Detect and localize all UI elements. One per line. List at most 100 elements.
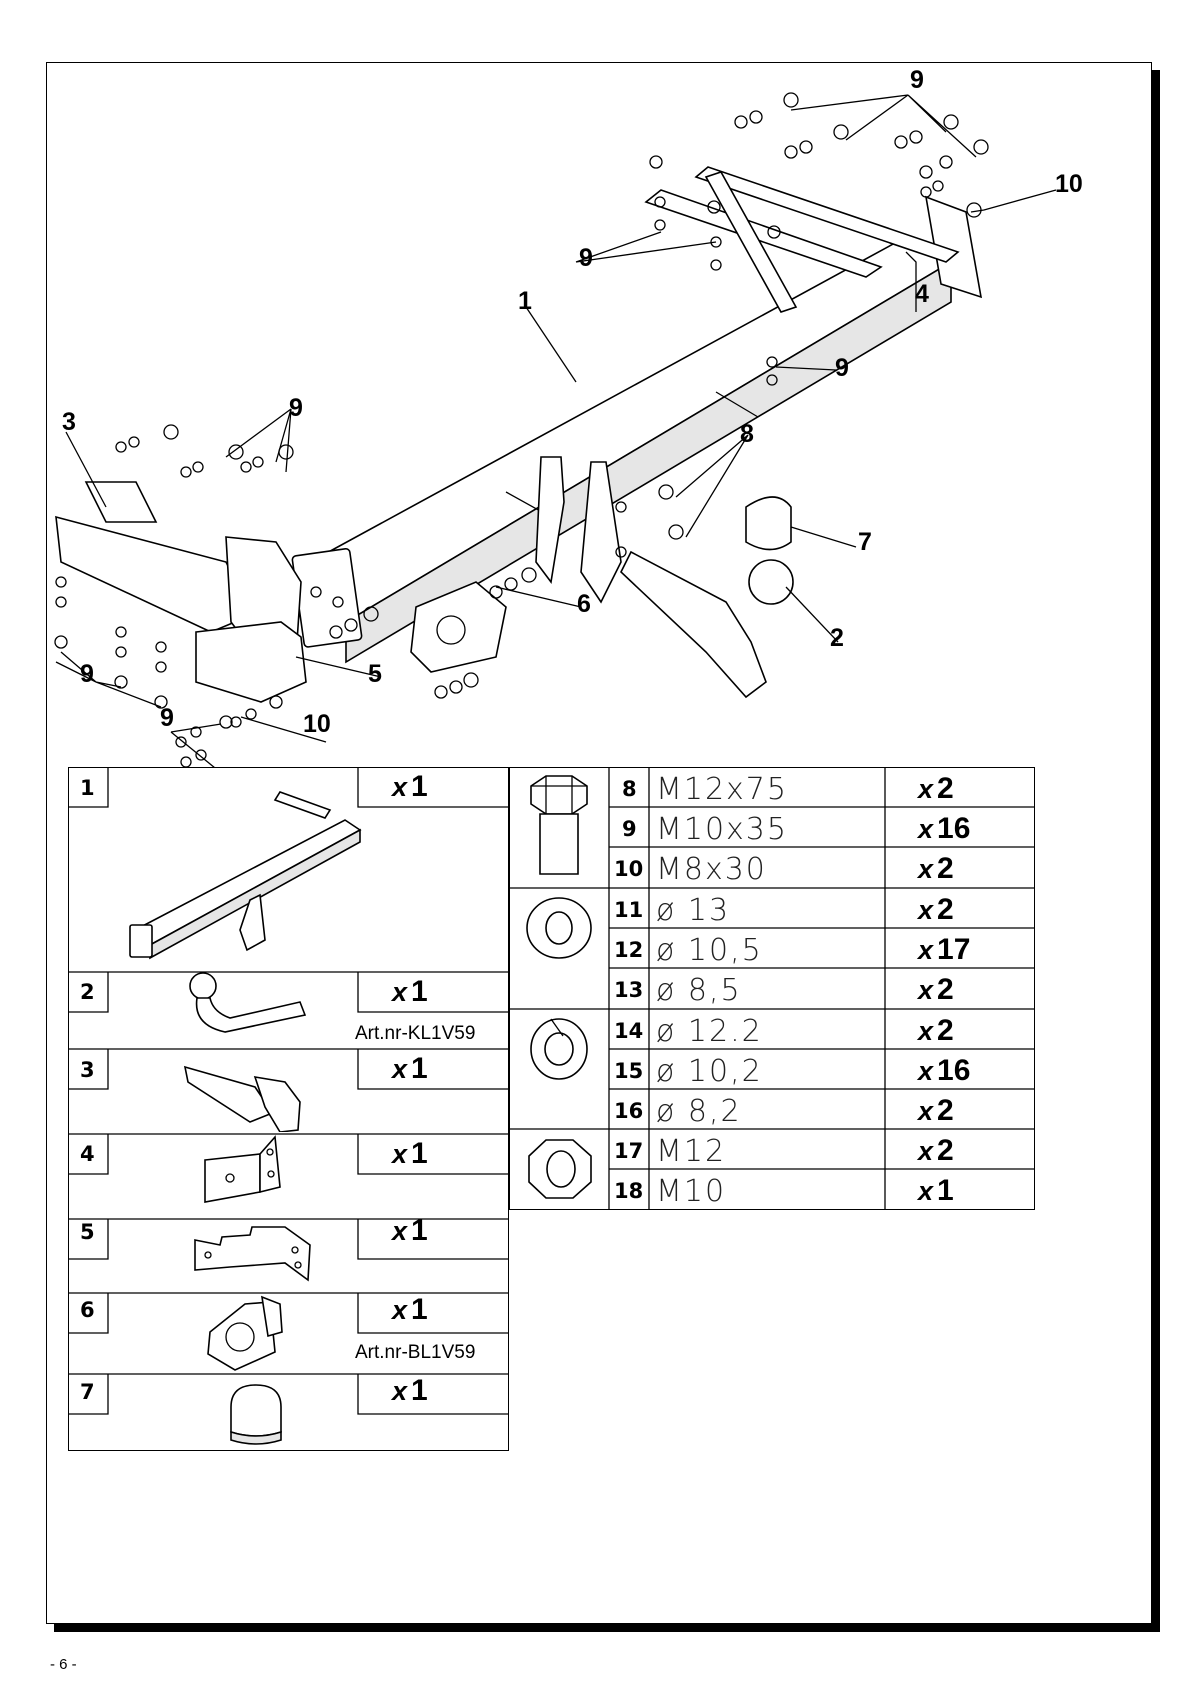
hardware-number: 15 [614, 1059, 644, 1083]
qty-prefix: x [918, 854, 934, 884]
part-number-2: 2 [80, 980, 95, 1004]
qty-value: 2 [937, 973, 954, 1006]
qty-prefix: x [918, 1096, 934, 1126]
hook-assembly-drawing [410, 456, 794, 699]
callout-4: 4 [915, 280, 929, 308]
hardware-table-grid [509, 767, 1035, 1210]
hardware-spec: ø 10,5 [656, 933, 763, 968]
qty-value: 2 [937, 1094, 954, 1127]
qty-value: 2 [937, 852, 954, 885]
qty-value: 16 [937, 1054, 971, 1087]
callout-2: 2 [830, 624, 844, 652]
qty-prefix: x [918, 935, 934, 965]
hardware-number: 13 [614, 978, 644, 1002]
hardware-spec: ø 10,2 [656, 1054, 763, 1089]
bracket-5-thumbnail [194, 1226, 311, 1282]
part-number-5: 5 [80, 1220, 95, 1244]
bracket-5-drawing [195, 621, 307, 703]
part-number-3: 3 [80, 1058, 95, 1082]
qty-prefix: x [918, 814, 934, 844]
qty-value: 1 [411, 1214, 428, 1247]
qty-prefix: x [918, 1016, 934, 1046]
hex-nut-icon [528, 1139, 592, 1199]
part-number-4: 4 [80, 1142, 95, 1166]
callout-9-bottom: 9 [160, 704, 174, 732]
hardware-number: 17 [614, 1139, 644, 1163]
page-number: - 6 - [50, 1656, 77, 1673]
hardware-table [509, 767, 1035, 1210]
hardware-spec: ø 13 [656, 893, 731, 928]
qty-value: 1 [411, 1052, 428, 1085]
qty-value: 16 [937, 812, 971, 845]
callout-8: 8 [740, 420, 754, 448]
hardware-number: 11 [614, 898, 644, 922]
part-art-number-6: Art.nr-BL1V59 [355, 1342, 476, 1363]
callout-9-upper-left: 9 [579, 244, 593, 272]
qty-value: 2 [937, 772, 954, 805]
qty-prefix: x [918, 975, 934, 1005]
crossbar-drawing [291, 195, 983, 664]
callout-7: 7 [858, 528, 872, 556]
callout-10-bottom: 10 [303, 710, 331, 738]
qty-value: 2 [937, 1014, 954, 1047]
qty-prefix: x [918, 1136, 934, 1166]
hardware-number: 8 [622, 777, 637, 801]
qty-value: 2 [937, 893, 954, 926]
hardware-number: 10 [614, 857, 644, 881]
hardware-spec: M8x30 [656, 852, 767, 887]
part-number-7: 7 [80, 1380, 95, 1404]
fasteners-drawing [54, 92, 989, 786]
qty-prefix: x [918, 774, 934, 804]
towball-thumbnail [189, 972, 307, 1033]
qty-prefix: x [392, 1295, 408, 1325]
mounting-plate-thumbnail [204, 1135, 281, 1203]
parts-table-grid [68, 767, 509, 1415]
part-art-number-2: Art.nr-KL1V59 [355, 1023, 476, 1044]
qty-prefix: x [392, 772, 408, 802]
part-number-1: 1 [80, 776, 95, 800]
callout-9-mid-right: 9 [835, 354, 849, 382]
hardware-number: 12 [614, 938, 644, 962]
callout-6: 6 [577, 590, 591, 618]
hardware-spec: ø 12.2 [656, 1014, 763, 1049]
qty-prefix: x [392, 1139, 408, 1169]
qty-prefix: x [918, 1056, 934, 1086]
qty-value: 1 [411, 1374, 428, 1407]
qty-value: 1 [937, 1174, 954, 1207]
hardware-spec: ø 8,2 [656, 1094, 742, 1129]
qty-prefix: x [918, 895, 934, 925]
socket-plate-thumbnail [207, 1295, 283, 1371]
qty-prefix: x [392, 977, 408, 1007]
bolt-icon [530, 775, 588, 875]
qty-prefix: x [392, 1054, 408, 1084]
crossbar-thumbnail [129, 791, 362, 960]
callout-10-top: 10 [1055, 170, 1083, 198]
qty-value: 2 [937, 1134, 954, 1167]
hardware-spec: M10 [656, 1174, 727, 1209]
callout-9-top: 9 [910, 66, 924, 94]
hardware-spec: M10x35 [656, 812, 788, 847]
spring-washer-icon [530, 1018, 588, 1080]
callout-3: 3 [62, 408, 76, 436]
qty-value: 1 [411, 770, 428, 803]
left-bracket-thumbnail [183, 1065, 301, 1132]
part-number-6: 6 [80, 1298, 95, 1322]
qty-value: 1 [411, 1293, 428, 1326]
hardware-number: 9 [622, 817, 637, 841]
hardware-number: 14 [614, 1019, 644, 1043]
